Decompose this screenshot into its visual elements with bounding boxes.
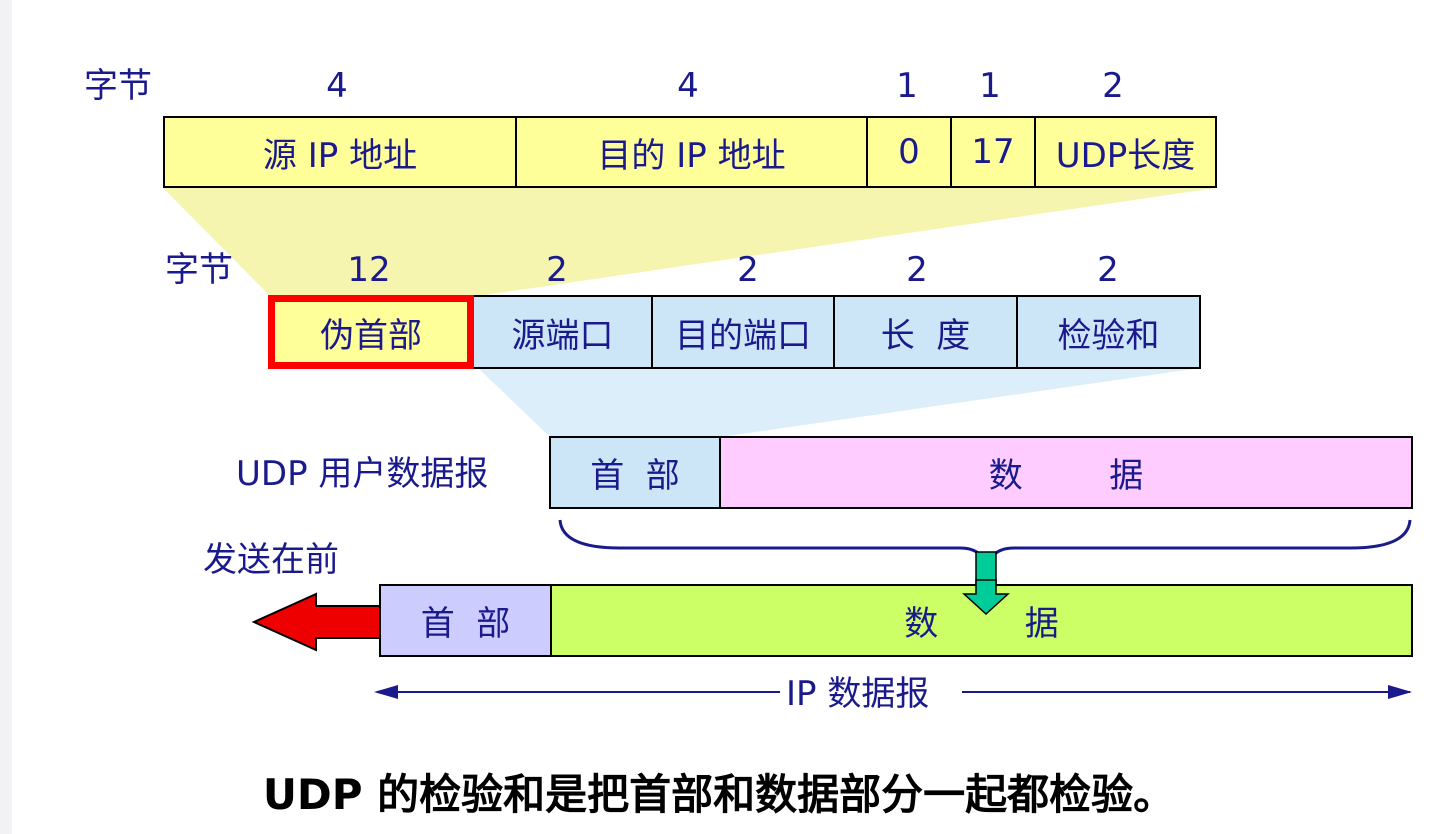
udp-field-length: 长 度 xyxy=(835,297,1018,367)
send-first-label: 发送在前 xyxy=(203,540,339,580)
pseudo-field-protocol: 17 xyxy=(952,118,1036,186)
pseudo-field-src-ip: 源 IP 地址 xyxy=(165,118,517,186)
udp-size-src-port: 2 xyxy=(546,250,568,290)
udp-field-checksum: 检验和 xyxy=(1057,315,1160,356)
udp-datagram-row: 首 部 数 据 xyxy=(549,436,1413,509)
udp-datagram-header: 首 部 xyxy=(551,438,721,507)
udp-bytes-label: 字节 xyxy=(165,250,233,290)
udp-size-pseudo: 12 xyxy=(347,250,391,290)
pseudo-header-row: 源 IP 地址 目的 IP 地址 0 17 UDP长度 xyxy=(163,116,1217,188)
udp-size-dst-port: 2 xyxy=(737,250,759,290)
udp-datagram-label: UDP 用户数据报 xyxy=(236,454,489,494)
udp-header-row: 伪首部 源端口 目的端口 长 度 检验和 xyxy=(268,295,1201,369)
pseudo-field-dst-ip: 目的 IP 地址 xyxy=(517,118,868,186)
ip-datagram-row: 首 部 数 据 xyxy=(379,584,1413,657)
pseudo-size-udp-length: 2 xyxy=(1102,66,1124,106)
pseudo-size-protocol: 1 xyxy=(979,66,1001,106)
left-margin-bar xyxy=(0,0,12,834)
udp-field-dst-port: 目的端口 xyxy=(653,297,835,367)
ip-datagram-data: 数 据 xyxy=(552,586,1411,655)
ip-datagram-header: 首 部 xyxy=(381,586,552,655)
pseudo-size-dst-ip: 4 xyxy=(677,66,699,106)
pseudo-header-funnel xyxy=(163,188,1216,296)
pseudo-field-zero: 0 xyxy=(868,118,952,186)
ip-datagram-span-label: IP 数据报 xyxy=(786,674,930,714)
udp-size-checksum: 2 xyxy=(1097,250,1119,290)
pseudo-size-zero: 1 xyxy=(896,66,918,106)
udp-size-length: 2 xyxy=(906,250,928,290)
udp-field-src-port: 源端口 xyxy=(474,297,653,367)
ip-span-arrow-right-icon xyxy=(1388,685,1412,699)
caption: UDP 的检验和是把首部和数据部分一起都检验。 xyxy=(262,770,1176,819)
udp-field-pseudo-header: 伪首部 xyxy=(268,295,474,369)
ip-span-arrow-left-icon xyxy=(374,685,398,699)
pseudo-field-udp-length: UDP长度 xyxy=(1055,135,1196,176)
pseudo-size-src-ip: 4 xyxy=(326,66,348,106)
pseudo-bytes-label: 字节 xyxy=(84,66,152,106)
send-direction-arrow-icon xyxy=(251,592,381,652)
udp-header-funnel xyxy=(478,368,1200,437)
udp-datagram-data: 数 据 xyxy=(721,438,1411,507)
